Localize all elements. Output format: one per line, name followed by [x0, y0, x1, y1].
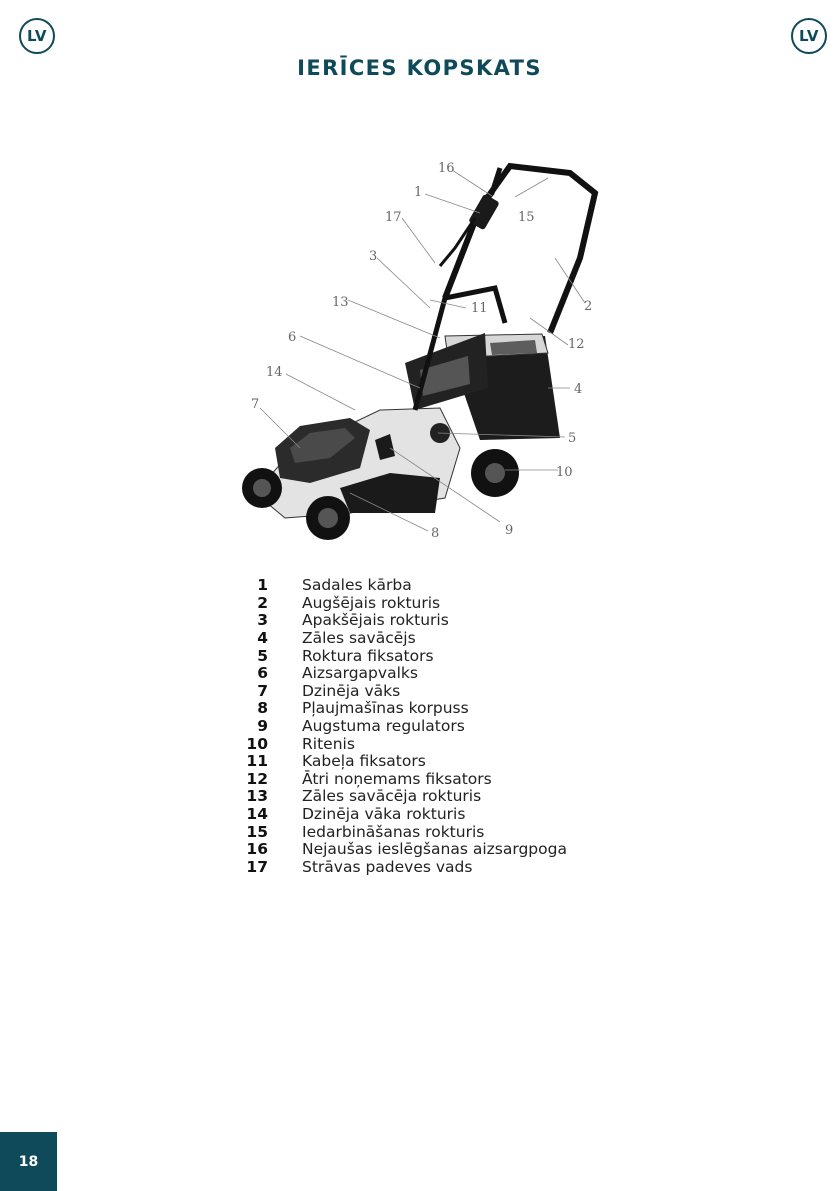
legend-number: 7 — [257, 681, 268, 700]
callout-12: 12 — [568, 337, 585, 352]
legend-item: 4 Zāles savācējs — [240, 630, 567, 648]
wheel-rear — [471, 449, 519, 497]
callout-15: 15 — [518, 210, 535, 225]
page-title: IERĪCES KOPSKATS — [297, 56, 542, 80]
callout-8: 8 — [431, 526, 439, 541]
callout-4: 4 — [574, 382, 582, 397]
legend-label: Pļaujmašīnas korpuss — [302, 699, 469, 718]
legend-label: Kabeļa fiksators — [302, 752, 426, 771]
callout-13: 13 — [332, 295, 349, 310]
legend-number: 6 — [257, 664, 268, 683]
legend-item: 9 Augstuma regulators — [240, 718, 567, 736]
legend-item: 2 Augšējais rokturis — [240, 593, 567, 613]
legend-number: 8 — [257, 699, 268, 718]
legend-label: Nejaušas ieslēgšanas aizsargpoga — [302, 840, 567, 859]
legend-item: 11 Kabeļa fiksators — [240, 753, 567, 771]
legend-item: 8 Pļaujmašīnas korpuss — [240, 700, 567, 718]
legend-item: 15 Iedarbināšanas rokturis — [240, 823, 567, 841]
legend-number: 10 — [246, 734, 268, 753]
legend-number: 15 — [246, 822, 268, 841]
legend-number: 14 — [246, 805, 268, 824]
legend-item: 16 Nejaušas ieslēgšanas aizsargpoga — [240, 841, 567, 859]
legend-number: 4 — [257, 629, 268, 648]
callout-3: 3 — [369, 249, 377, 264]
legend-label: Dzinēja vāka rokturis — [302, 805, 466, 824]
lawnmower-illustration: 16 1 17 15 3 13 11 2 12 6 14 4 7 5 10 9 … — [230, 148, 620, 548]
legend-item: 14 Dzinēja vāka rokturis — [240, 806, 567, 824]
legend-label: Iedarbināšanas rokturis — [302, 822, 485, 841]
callout-14: 14 — [266, 365, 283, 380]
legend-label: Dzinēja vāks — [302, 681, 401, 700]
legend-item: 5 Roktura fiksators — [240, 647, 567, 665]
legend-number: 2 — [257, 593, 268, 612]
legend-number: 16 — [246, 840, 268, 859]
legend-item: 13 Zāles savācēja rokturis — [240, 788, 567, 806]
legend-label: Strāvas padeves vads — [302, 857, 473, 876]
legend-number: 1 — [257, 576, 268, 595]
lower-handle — [412, 285, 508, 411]
legend-number: 5 — [257, 646, 268, 665]
legend-item: 3 Apakšējais rokturis — [240, 612, 567, 630]
parts-legend: 1 Sadales kārba 2 Augšējais rokturis 3 Apak… — [240, 577, 567, 876]
legend-item: 10 Ritenis — [240, 735, 567, 753]
legend-label: Aizsargapvalks — [302, 664, 418, 683]
legend-item: 7 Dzinēja vāks — [240, 681, 567, 701]
callout-2: 2 — [584, 299, 592, 314]
lawnmower-diagram: 16 1 17 15 3 13 11 2 12 6 14 4 7 5 10 9 … — [242, 161, 599, 541]
callout-17: 17 — [385, 210, 402, 225]
callout-9: 9 — [505, 523, 513, 538]
wheel-front-right — [306, 496, 350, 540]
page-number: 18 — [0, 1132, 57, 1191]
legend-label: Sadales kārba — [302, 576, 412, 595]
legend-number: 3 — [257, 611, 268, 630]
legend-label: Ritenis — [302, 734, 355, 753]
callout-5: 5 — [568, 431, 576, 446]
language-badge-right: LV — [791, 18, 827, 54]
upper-handle — [442, 162, 599, 335]
legend-label: Zāles savācējs — [302, 629, 416, 648]
legend-number: 17 — [246, 857, 268, 876]
legend-label: Apakšējais rokturis — [302, 611, 449, 630]
legend-number: 13 — [246, 787, 268, 806]
legend-item: 6 Aizsargapvalks — [240, 665, 567, 683]
legend-label: Augšējais rokturis — [302, 593, 441, 612]
wheel-front-left — [242, 468, 282, 508]
legend-number: 11 — [246, 752, 268, 771]
legend-number: 12 — [246, 769, 268, 788]
legend-item: 1 Sadales kārba — [240, 577, 567, 595]
callout-1: 1 — [414, 185, 422, 200]
legend-label: Ātri noņemams fiksators — [302, 769, 492, 788]
callout-6: 6 — [288, 330, 296, 345]
legend-label: Augstuma regulators — [302, 717, 465, 736]
callout-7: 7 — [251, 397, 259, 412]
callout-11: 11 — [471, 301, 488, 316]
callout-16: 16 — [438, 161, 455, 176]
legend-item: 17 Strāvas padeves vads — [240, 857, 567, 877]
switch-box — [469, 194, 499, 230]
language-badge-left: LV — [19, 18, 55, 54]
legend-label: Roktura fiksators — [302, 646, 434, 665]
callout-10: 10 — [556, 465, 573, 480]
legend-label: Zāles savācēja rokturis — [302, 787, 482, 806]
legend-number: 9 — [257, 717, 268, 736]
legend-item: 12 Ātri noņemams fiksators — [240, 769, 567, 789]
